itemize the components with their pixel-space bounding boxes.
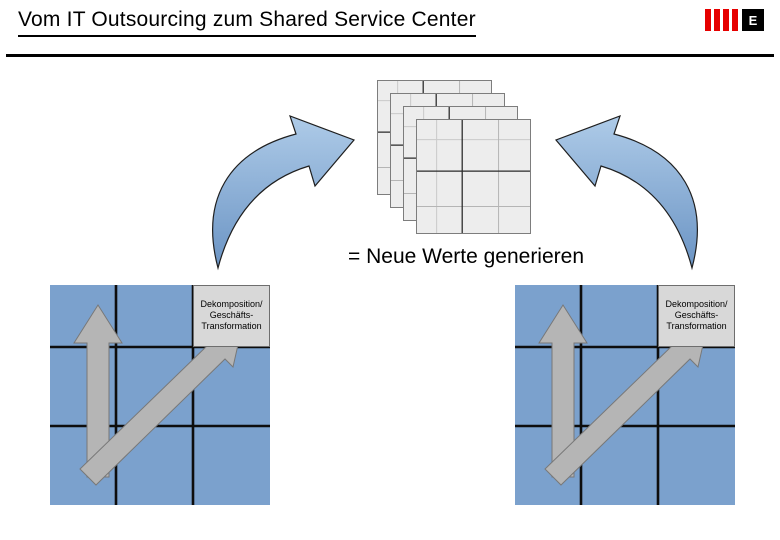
logo-bar-icon xyxy=(705,9,711,31)
logo-bar-icon xyxy=(723,9,729,31)
company-logo: E xyxy=(705,9,764,31)
logo-letter: E xyxy=(742,9,764,31)
slide-title: Vom IT Outsourcing zum Shared Service Ce… xyxy=(18,8,476,37)
header-divider xyxy=(6,54,774,57)
stacked-grids-icon xyxy=(377,80,531,234)
logo-bar-icon xyxy=(714,9,720,31)
matrix-right: Dekomposition/ Geschäfts- Transformation xyxy=(515,285,735,505)
matrix-label: Dekomposition/ Geschäfts- Transformation xyxy=(193,285,270,347)
curved-arrow-left-icon xyxy=(212,114,356,271)
curved-arrow-right-icon xyxy=(554,114,698,271)
logo-bar-icon xyxy=(732,9,738,31)
grid-sheet xyxy=(416,119,531,234)
matrix-left: Dekomposition/ Geschäfts- Transformation xyxy=(50,285,270,505)
equation-text: = Neue Werte generieren xyxy=(348,245,585,268)
matrix-label: Dekomposition/ Geschäfts- Transformation xyxy=(658,285,735,347)
